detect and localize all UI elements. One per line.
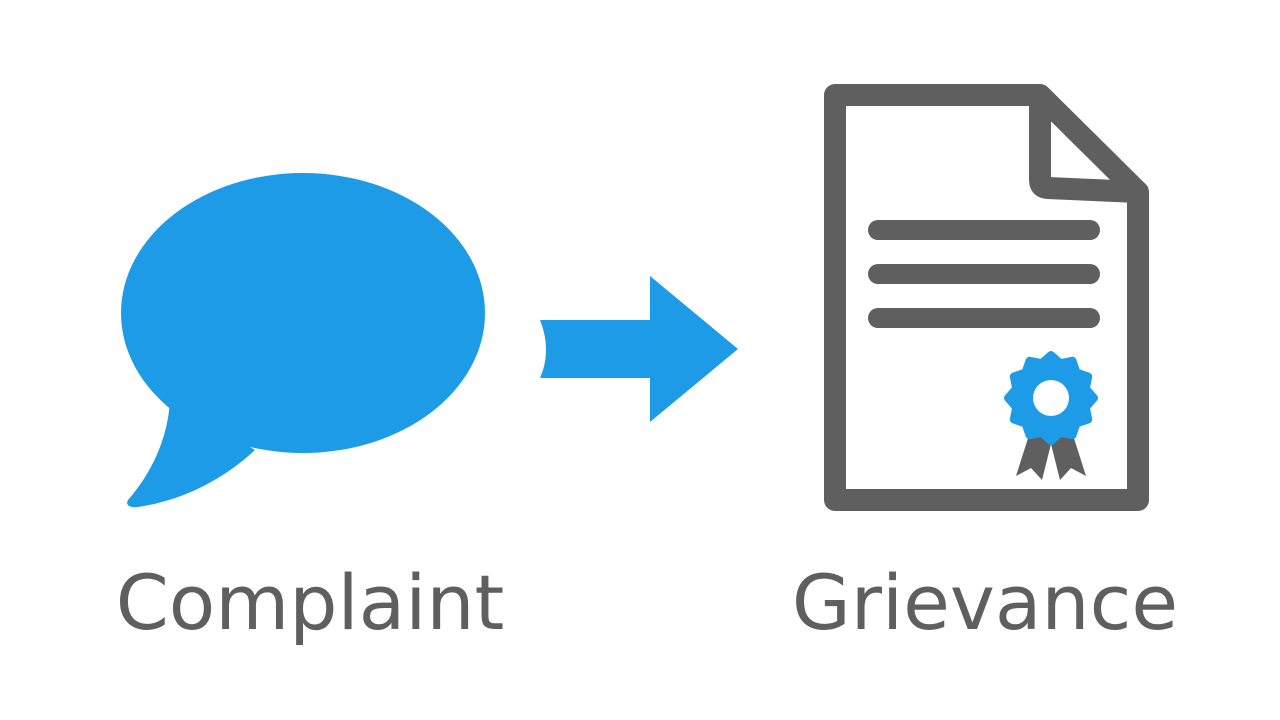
grievance-label: Grievance: [791, 558, 1179, 647]
speech-bubble-icon: [121, 173, 485, 508]
certificate-document-icon: [824, 84, 1149, 511]
award-seal-icon: [1004, 351, 1098, 445]
complaint-label: Complaint: [115, 558, 505, 647]
document-text-lines: [868, 220, 1100, 328]
award-ribbon-icon: [1016, 432, 1086, 480]
arrow-right-icon: [540, 276, 738, 422]
